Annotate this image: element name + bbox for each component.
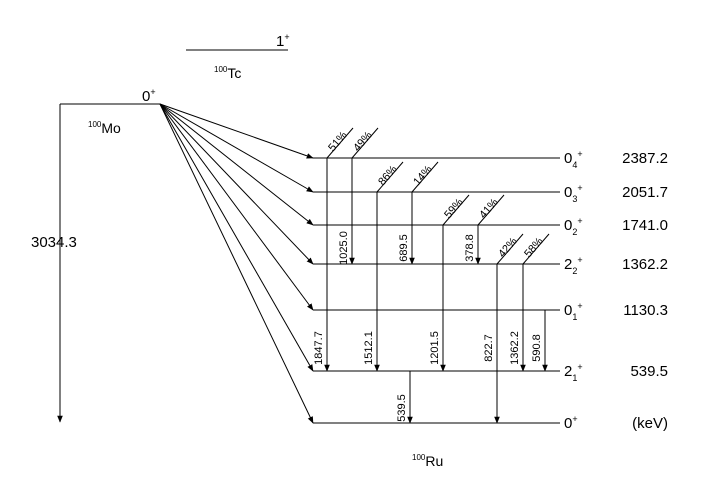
beta-feed-arrow bbox=[159, 103, 314, 311]
tc-spin-label: 1+ bbox=[276, 32, 290, 50]
q-value-label: 3034.3 bbox=[31, 234, 77, 251]
branching-percent-label: 58% bbox=[522, 235, 546, 260]
branching-percent-label: 42% bbox=[496, 235, 520, 260]
branching-percent-label: 51% bbox=[326, 129, 350, 154]
beta-feed-arrow bbox=[159, 103, 314, 159]
branching-tag-line bbox=[477, 194, 505, 226]
level-spin-label: 02+ bbox=[564, 216, 583, 237]
gamma-energy-label: 378.8 bbox=[464, 234, 476, 262]
beta-feed-arrow bbox=[159, 103, 314, 226]
level-spin-label: 03+ bbox=[564, 183, 583, 204]
branching-tag-line bbox=[522, 233, 550, 265]
gamma-energy-label: 689.5 bbox=[398, 234, 410, 262]
level-energy-label: 1741.0 bbox=[622, 217, 668, 234]
branching-tag-line bbox=[442, 194, 470, 226]
gamma-energy-label: 1847.7 bbox=[313, 331, 325, 365]
branching-tag-line bbox=[411, 161, 439, 193]
gamma-energy-label: 1025.0 bbox=[338, 231, 350, 265]
branching-tag-line bbox=[351, 127, 379, 159]
gamma-energy-label: 1201.5 bbox=[429, 331, 441, 365]
level-spin-label: 22+ bbox=[564, 255, 583, 276]
branching-percent-label: 59% bbox=[442, 196, 466, 221]
beta-feed-arrow bbox=[159, 103, 314, 193]
branching-tag-line bbox=[496, 233, 524, 265]
gamma-energy-label: 1512.1 bbox=[363, 331, 375, 365]
level-energy-label: 2387.2 bbox=[622, 150, 668, 167]
gamma-energy-label: 1362.2 bbox=[509, 331, 521, 365]
level-spin-label: 0+ bbox=[564, 414, 578, 432]
gamma-energy-label: 539.5 bbox=[396, 394, 408, 422]
level-spin-label: 21+ bbox=[564, 362, 583, 383]
mo-spin-label: 0+ bbox=[142, 87, 156, 105]
beta-feed-arrow bbox=[159, 103, 314, 424]
branching-percent-label: 14% bbox=[411, 163, 435, 188]
level-energy-label: 1362.2 bbox=[622, 256, 668, 273]
branching-percent-label: 86% bbox=[376, 163, 400, 188]
level-energy-label: 2051.7 bbox=[622, 184, 668, 201]
level-spin-label: 01+ bbox=[564, 301, 583, 322]
gamma-energy-label: 590.8 bbox=[531, 334, 543, 362]
gamma-energy-label: 822.7 bbox=[483, 334, 495, 362]
ru-nucleus-label: 100Ru bbox=[412, 453, 443, 469]
beta-feed-arrow bbox=[159, 103, 314, 372]
branching-percent-label: 41% bbox=[477, 196, 501, 221]
level-energy-label: (keV) bbox=[632, 415, 668, 432]
level-energy-label: 539.5 bbox=[630, 363, 668, 380]
mo-nucleus-label: 100Mo bbox=[88, 120, 121, 136]
level-spin-label: 04+ bbox=[564, 149, 583, 170]
level-energy-label: 1130.3 bbox=[623, 302, 668, 319]
branching-tag-line bbox=[326, 127, 354, 159]
branching-percent-label: 49% bbox=[351, 129, 375, 154]
tc-nucleus-label: 100Tc bbox=[214, 65, 241, 81]
beta-feed-arrow bbox=[159, 103, 314, 265]
branching-tag-line bbox=[376, 161, 404, 193]
